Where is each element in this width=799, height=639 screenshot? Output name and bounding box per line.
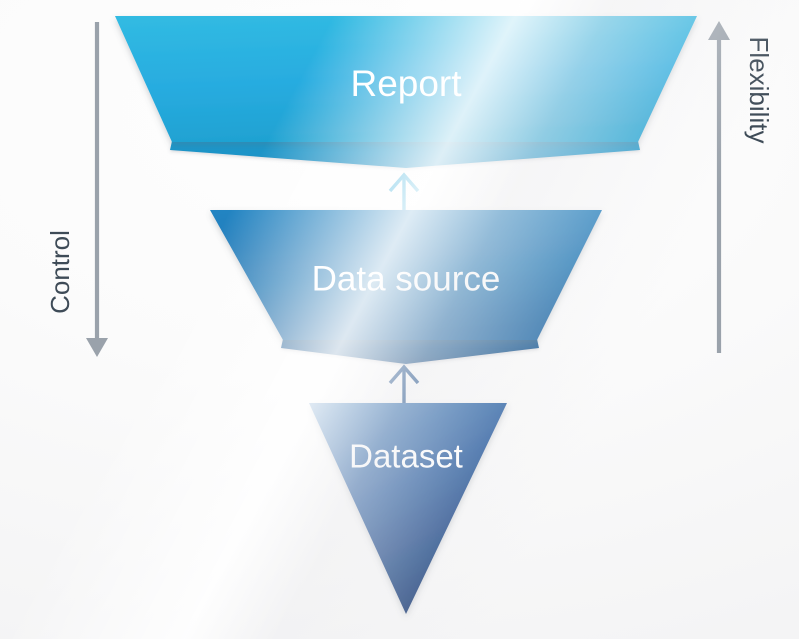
report-label: Report	[350, 63, 462, 104]
flexibility-axis: Flexibility	[708, 21, 774, 353]
arrowhead-up-icon	[708, 21, 730, 40]
dataset-body	[309, 403, 507, 614]
funnel-level-dataset[interactable]: Dataset	[309, 403, 507, 614]
control-axis: Control	[45, 22, 108, 357]
flexibility-axis-label: Flexibility	[744, 37, 774, 144]
dataset-label: Dataset	[349, 438, 463, 475]
connector-source-to-report	[388, 172, 420, 211]
connector-dataset-to-source	[388, 364, 420, 405]
report-fold	[170, 141, 640, 168]
data-source-fold	[281, 339, 539, 364]
arrowhead-down-icon	[86, 338, 108, 357]
funnel-level-data-source[interactable]: Data source	[210, 210, 602, 364]
data-source-label: Data source	[312, 259, 501, 298]
control-axis-label: Control	[45, 230, 75, 314]
funnel-level-report[interactable]: Report	[115, 16, 697, 168]
